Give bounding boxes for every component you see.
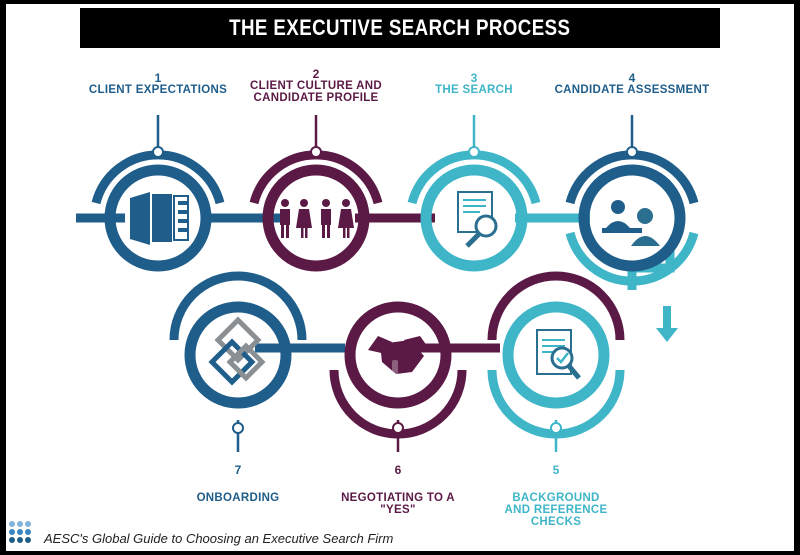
step-6-circle — [329, 301, 467, 452]
checklist-search-icon — [536, 329, 581, 380]
search-document-icon — [457, 191, 498, 248]
step-7-number: 7 — [234, 463, 242, 477]
step-4-number: 4 — [628, 71, 636, 85]
interlocking-squares-icon — [208, 316, 266, 386]
step-2-label: CLIENT CULTURE AND — [250, 80, 382, 92]
step-3-label: THE SEARCH — [435, 84, 513, 96]
documents-icon — [130, 192, 189, 245]
step-3-number: 3 — [470, 71, 478, 85]
title-bar: THE EXECUTIVE SEARCH PROCESS — [80, 8, 720, 48]
diagram-title: THE EXECUTIVE SEARCH PROCESS — [229, 15, 571, 40]
step-5-label-line2: AND REFERENCE — [504, 504, 608, 516]
step-5-circle — [487, 271, 625, 452]
step-1-label: CLIENT EXPECTATIONS — [88, 84, 228, 96]
people-icon — [280, 199, 354, 238]
interview-icon — [602, 200, 660, 246]
step-4-circle — [565, 115, 699, 286]
step-5-label: BACKGROUND — [512, 492, 600, 504]
step-6-label: NEGOTIATING TO A — [341, 492, 455, 504]
down-arrow-icon — [656, 306, 678, 342]
step-6-label-line2: "YES" — [380, 504, 416, 516]
step-3-circle — [407, 115, 541, 272]
step-4-label: CANDIDATE ASSESSMENT — [554, 84, 710, 96]
step-7-label: ONBOARDING — [196, 492, 280, 504]
step-5-number: 5 — [552, 463, 560, 477]
footer-caption: AESC's Global Guide to Choosing an Execu… — [44, 531, 394, 546]
aesc-logo-icon — [9, 521, 31, 543]
step-2-label-line2: CANDIDATE PROFILE — [253, 92, 379, 104]
step-2-number: 2 — [312, 67, 320, 81]
handshake-icon — [368, 336, 430, 374]
step-2-circle — [249, 115, 383, 272]
step-6-number: 6 — [394, 463, 402, 477]
step-7-circle — [169, 271, 307, 452]
step-1-circle — [91, 115, 225, 272]
step-5-label-line3: CHECKS — [530, 516, 582, 528]
step-1-number: 1 — [154, 71, 162, 85]
